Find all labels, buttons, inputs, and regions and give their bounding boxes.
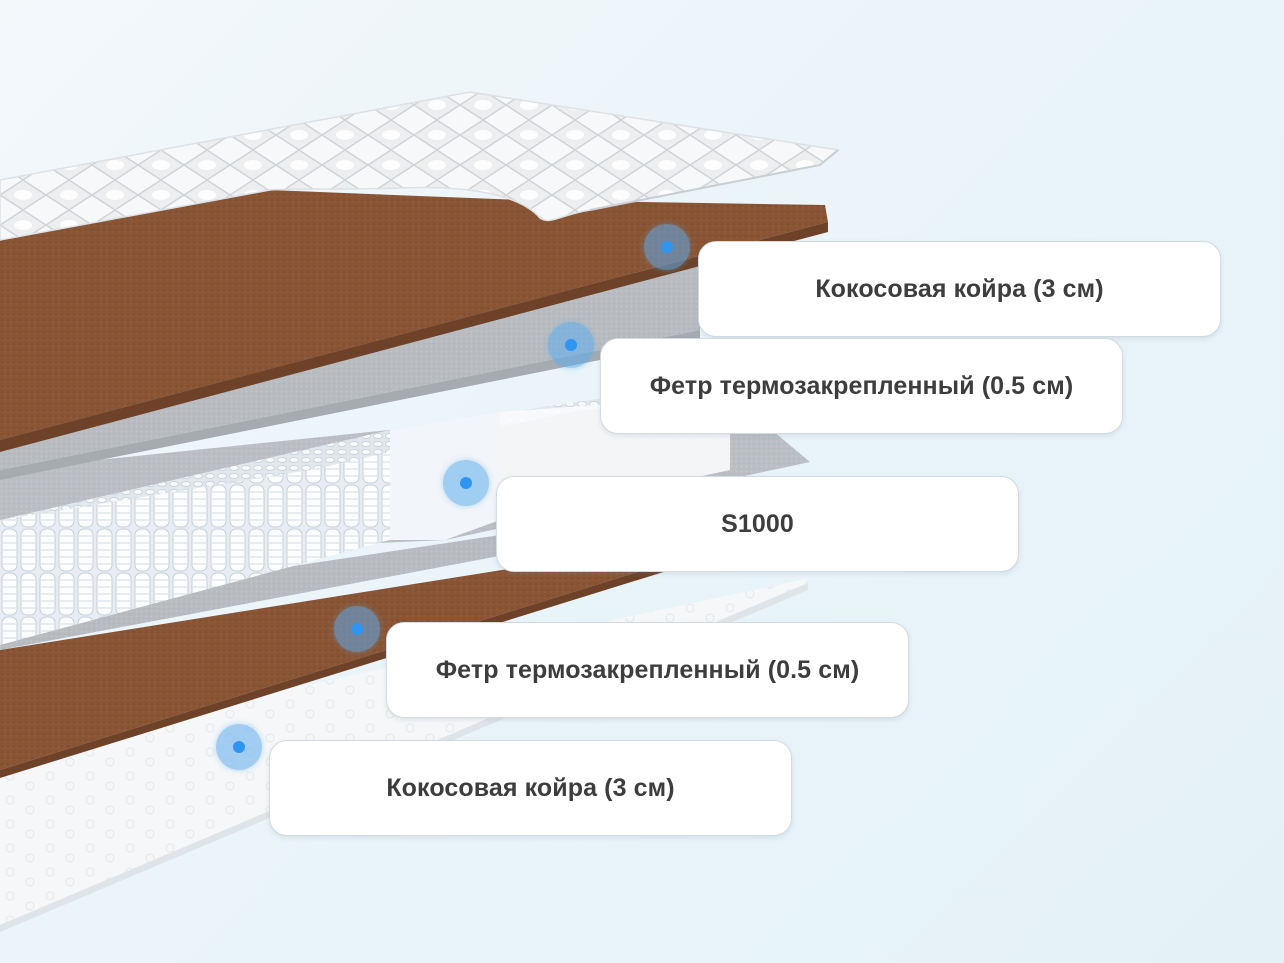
layer-marker-bottom-felt[interactable] xyxy=(334,606,380,652)
layer-label-bottom-felt: Фетр термозакрепленный (0.5 см) xyxy=(386,622,909,718)
bottom-coir-layer xyxy=(0,540,715,778)
spring-block-layer xyxy=(0,385,810,645)
layer-label-top-coir: Кокосовая койра (3 см) xyxy=(698,241,1221,337)
layer-marker-bottom-coir[interactable] xyxy=(216,724,262,770)
quilted-top-cover xyxy=(0,91,840,241)
top-coir-layer xyxy=(0,190,828,452)
layer-label-top-felt: Фетр термозакрепленный (0.5 см) xyxy=(600,338,1123,434)
layer-marker-top-felt[interactable] xyxy=(548,322,594,368)
layer-marker-springs[interactable] xyxy=(443,460,489,506)
layer-marker-top-coir[interactable] xyxy=(644,224,690,270)
layer-label-bottom-coir: Кокосовая койра (3 см) xyxy=(269,740,792,836)
layer-label-springs: S1000 xyxy=(496,476,1019,572)
